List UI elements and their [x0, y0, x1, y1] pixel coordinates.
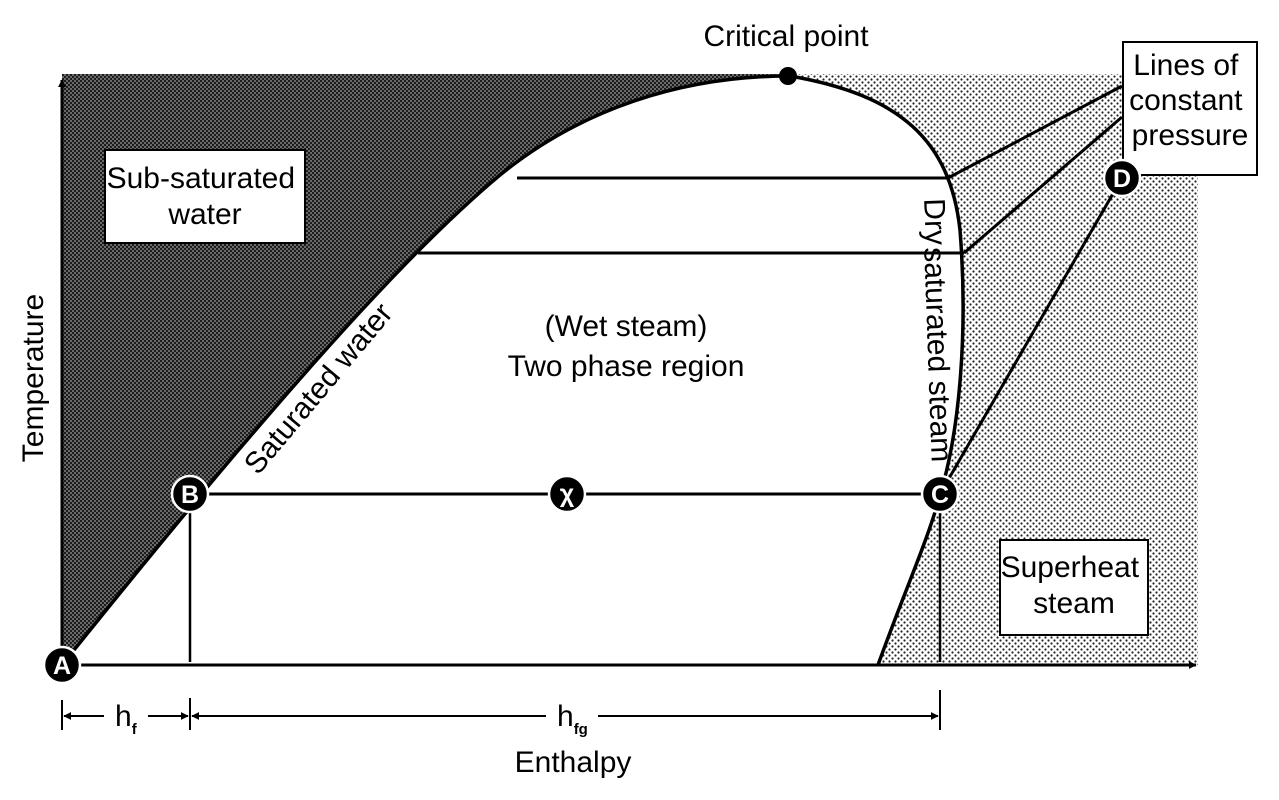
- hfg-label: hfg: [557, 700, 588, 738]
- svg-text:D: D: [1113, 165, 1131, 193]
- point-d: D: [1102, 158, 1142, 198]
- lines-of-constant-pressure-box: [1122, 41, 1258, 176]
- svg-text:χ: χ: [560, 480, 575, 508]
- superheat-pressure-line-middle: [963, 115, 1123, 255]
- svg-text:A: A: [53, 652, 71, 680]
- y-axis-label: Temperature: [17, 294, 50, 462]
- dry-label: Dry: [917, 198, 952, 246]
- x-axis-label: Enthalpy: [515, 746, 632, 779]
- superheat-steam-label: Superheat steam: [1001, 551, 1148, 620]
- hf-label: hf: [115, 700, 138, 738]
- two-phase-region-label: Two phase region: [508, 350, 745, 383]
- sub-saturated-water-label: Sub-saturated water: [107, 162, 304, 231]
- point-a: A: [42, 645, 82, 685]
- superheat-steam-box: [999, 539, 1149, 636]
- sub-saturated-water-box: [104, 149, 306, 244]
- saturated-steam-label: saturated steam: [917, 247, 957, 463]
- point-c: C: [920, 474, 960, 514]
- point-b: B: [170, 474, 210, 514]
- superheat-pressure-line-cd: [938, 177, 1124, 495]
- superheat-pressure-line-upper: [947, 84, 1123, 180]
- wet-steam-label: (Wet steam): [545, 310, 708, 343]
- svg-text:B: B: [181, 481, 199, 509]
- critical-point-label: Critical point: [703, 20, 869, 53]
- point-chi: χ: [547, 474, 587, 514]
- lines-of-constant-pressure-label: Lines of constant pressure: [1129, 49, 1251, 152]
- critical-point-marker: [779, 67, 797, 85]
- svg-text:C: C: [931, 481, 949, 509]
